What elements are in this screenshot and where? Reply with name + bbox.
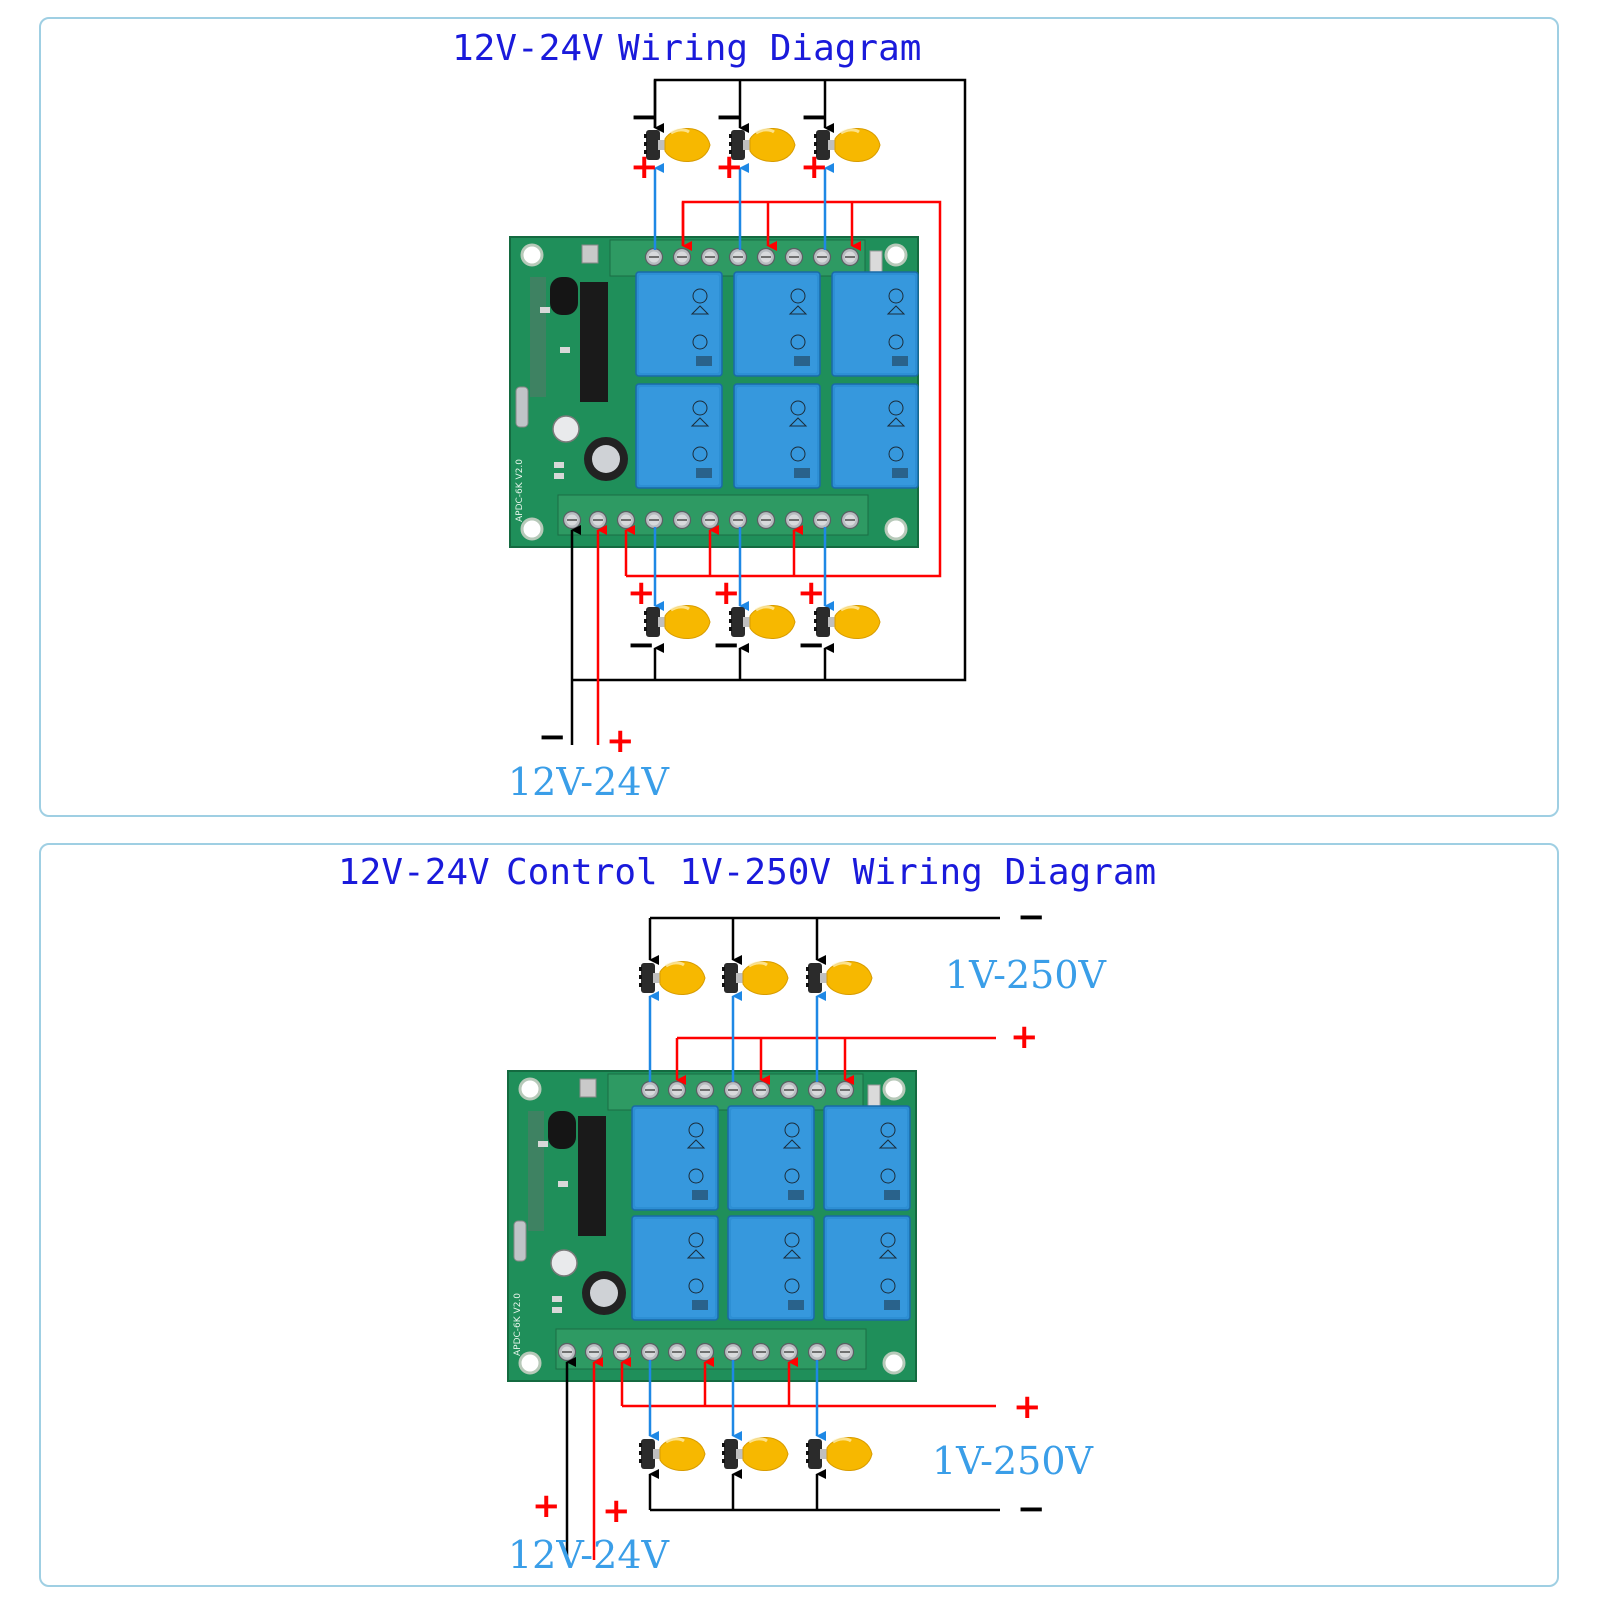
lamp-top-pos-3: + xyxy=(800,147,829,187)
relay-icon xyxy=(635,271,723,377)
lamp-top-neg-2: − xyxy=(715,97,744,137)
supply-sign-right-2: + xyxy=(602,1491,631,1531)
diagram-1: 12V-24V Wiring Diagram xyxy=(452,28,967,804)
lamp-icon xyxy=(720,1435,790,1473)
diagram-2-title-voltage: 12V-24V xyxy=(338,852,490,893)
lamp-icon xyxy=(637,1435,707,1473)
lamp-icon xyxy=(637,959,707,997)
relay-icon xyxy=(831,383,919,489)
relay-icon xyxy=(831,271,919,377)
relay-icon xyxy=(733,383,821,489)
lamp-bottom-pos-2: + xyxy=(712,573,741,613)
relay-icon xyxy=(727,1105,815,1211)
load-bottom-positive-sign: + xyxy=(1013,1387,1042,1427)
negative-wires-2 xyxy=(565,916,1000,1560)
lamp-icon xyxy=(720,959,790,997)
diagram-2: 12V-24V Control 1V-250V Wiring Diagram xyxy=(338,852,1156,1577)
lamp-icon xyxy=(804,959,874,997)
relay-icon xyxy=(635,383,723,489)
lamp-bottom-neg-3: − xyxy=(797,625,826,665)
load-top-negative-sign: − xyxy=(1017,897,1046,937)
relay-icon xyxy=(631,1105,719,1211)
diagram-1-title-text: Wiring Diagram xyxy=(618,28,921,69)
positive-wires-2 xyxy=(592,1036,996,1560)
supply-positive-sign-1: + xyxy=(606,721,635,761)
negative-wires-1 xyxy=(570,78,967,745)
diagram-1-title-voltage: 12V-24V xyxy=(452,28,604,69)
lamp-top-pos-2: + xyxy=(715,147,744,187)
relay-icon xyxy=(823,1215,911,1321)
lamp-bottom-neg-1: − xyxy=(627,625,656,665)
load-top-positive-sign: + xyxy=(1010,1017,1039,1057)
supply-negative-sign-1: − xyxy=(538,717,567,757)
lamp-bottom-neg-2: − xyxy=(712,625,741,665)
signal-wires-1 xyxy=(653,163,834,611)
lamp-bottom-pos-1: + xyxy=(627,573,656,613)
lamp-top-pos-1: + xyxy=(630,147,659,187)
lamp-top-neg-3: − xyxy=(800,97,829,137)
lamp-icon xyxy=(804,1435,874,1473)
supply-voltage-label-1: 12V-24V xyxy=(508,760,670,804)
supply-voltage-label-2: 12V-24V xyxy=(508,1533,670,1577)
relay-icon xyxy=(631,1215,719,1321)
relay-icon xyxy=(727,1215,815,1321)
lamp-top-neg-1: − xyxy=(630,97,659,137)
load-voltage-label-bottom: 1V-250V xyxy=(932,1439,1094,1483)
signal-wires-2 xyxy=(648,991,826,1441)
load-bottom-negative-sign: − xyxy=(1017,1489,1046,1529)
relay-icon xyxy=(733,271,821,377)
lamp-signs-1: − − − + + + + + + − − − xyxy=(627,97,829,665)
supply-sign-left-2: + xyxy=(532,1486,561,1526)
lamp-bottom-pos-3: + xyxy=(797,573,826,613)
positive-wires-1 xyxy=(596,200,942,745)
load-voltage-label-top: 1V-250V xyxy=(945,953,1107,997)
diagram-2-title-text: Control 1V-250V Wiring Diagram xyxy=(506,852,1156,893)
relay-icon xyxy=(823,1105,911,1211)
